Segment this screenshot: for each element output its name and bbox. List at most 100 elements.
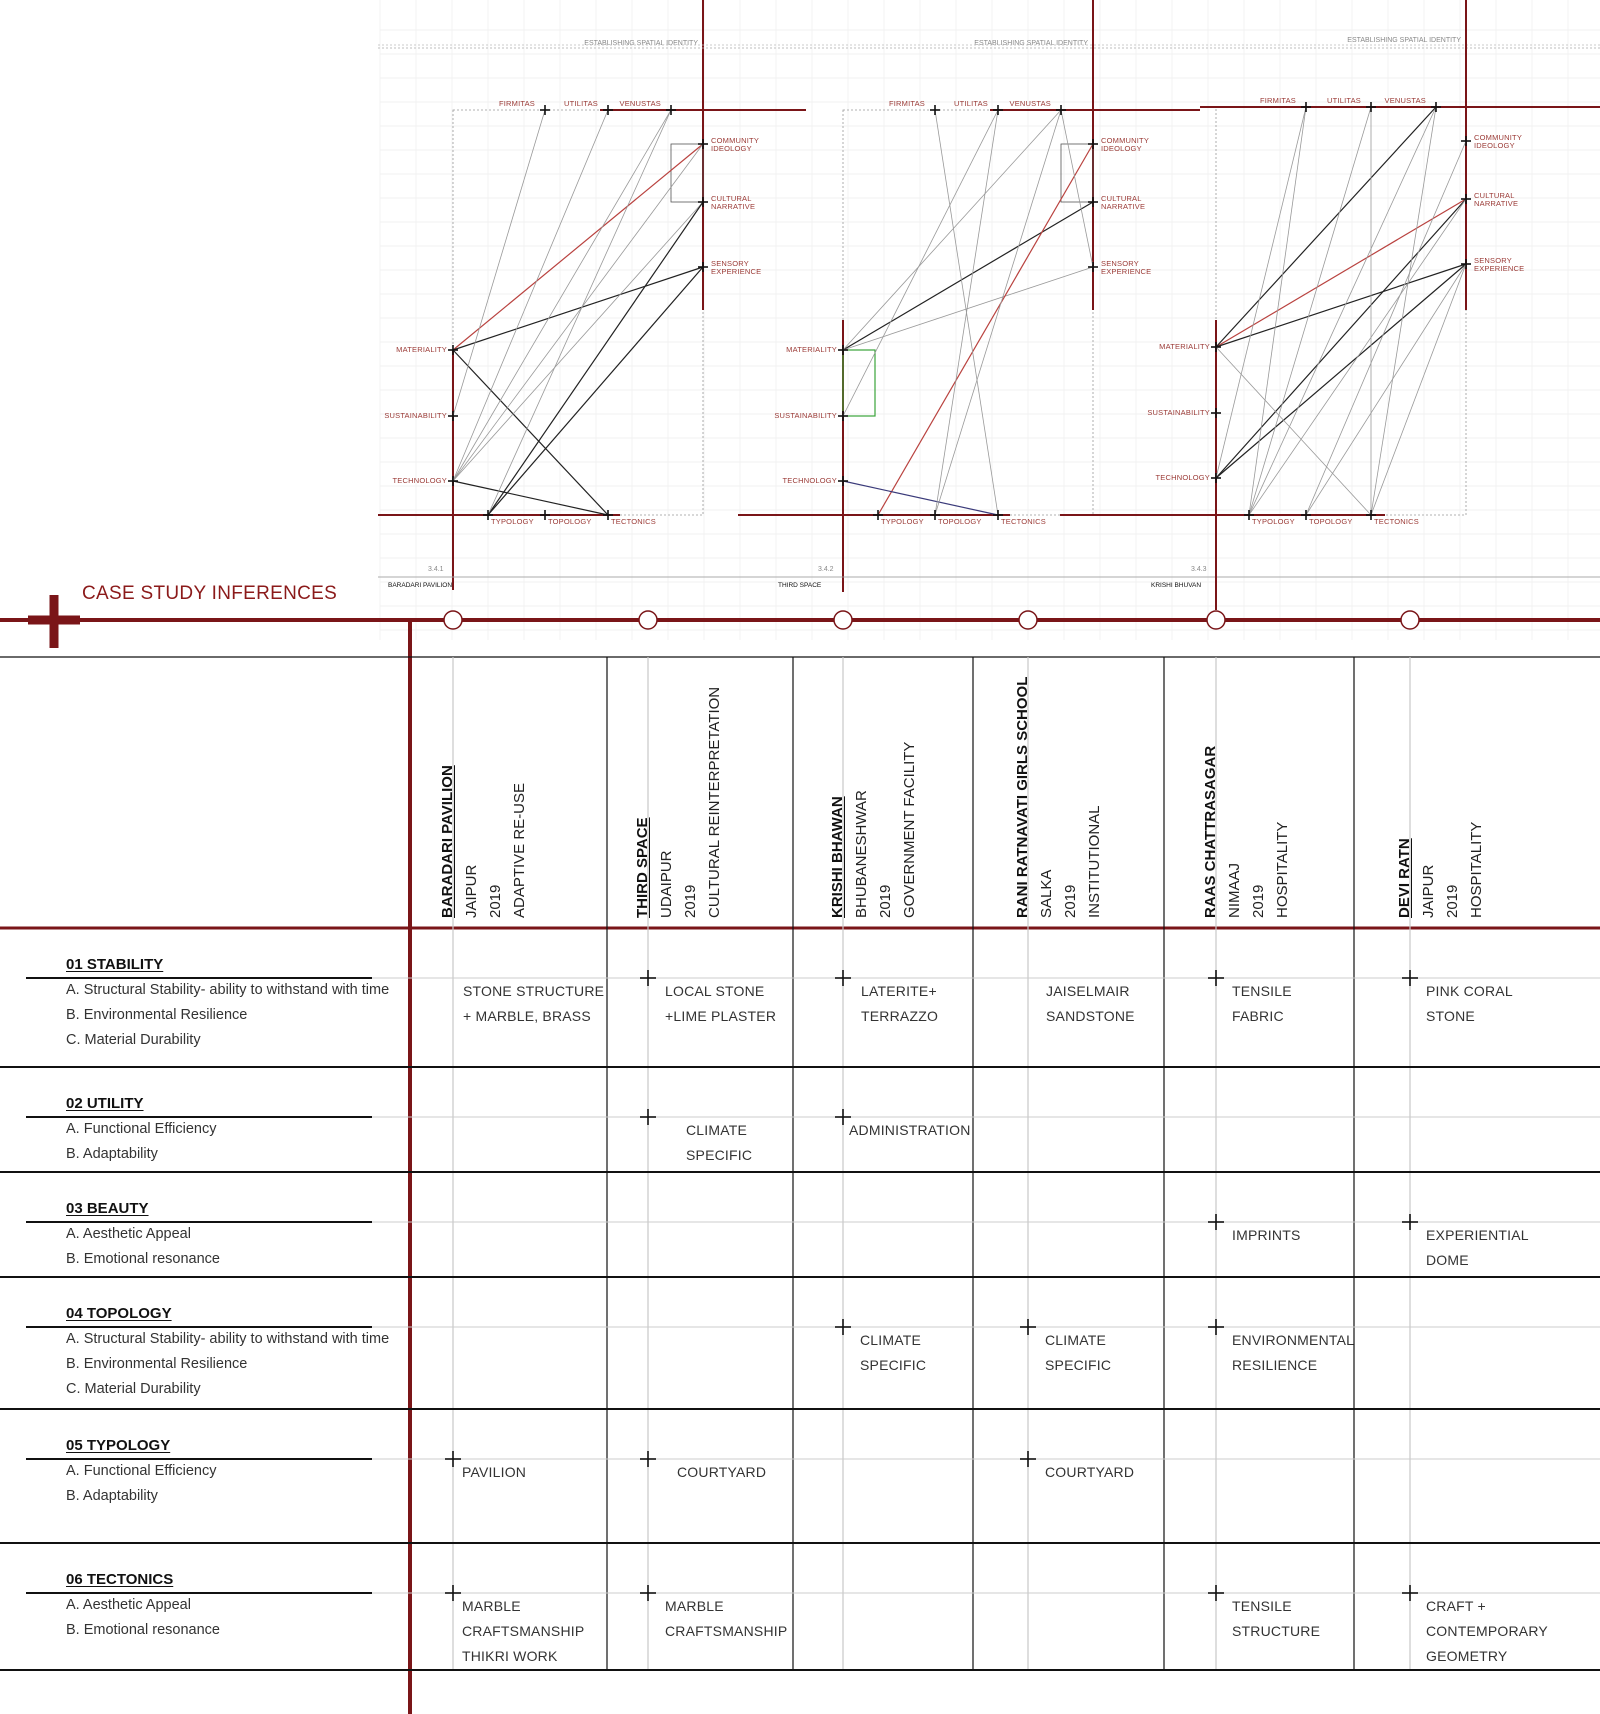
- criterion-subitem: A. Structural Stability- ability to with…: [66, 1331, 390, 1347]
- project-year: 2019: [1250, 884, 1267, 918]
- inference-cell-text: JAISELMAIR: [1046, 983, 1130, 999]
- project-year: 2019: [877, 884, 894, 918]
- inference-cell-text: SPECIFIC: [860, 1357, 927, 1373]
- criterion-subitem: C. Material Durability: [66, 1032, 201, 1048]
- inference-cell-text: SPECIFIC: [1045, 1357, 1112, 1373]
- node-label-left: MATERIALITY: [396, 345, 447, 354]
- relationship-line: [452, 143, 704, 482]
- relationship-line: [1215, 106, 1437, 348]
- relationship-line: [842, 480, 999, 516]
- criterion-subitem: B. Adaptability: [66, 1146, 158, 1162]
- project-timeline-node: [1400, 610, 1420, 630]
- criterion-subitem: A. Functional Efficiency: [66, 1463, 217, 1479]
- node-label-right: IDEOLOGY: [1101, 144, 1142, 153]
- inference-cell-text: CRAFTSMANSHIP: [462, 1623, 585, 1639]
- project-name: RANI RATNAVATI GIRLS SCHOOL: [1014, 676, 1031, 918]
- project-name: KRISHI BHAWAN: [829, 796, 846, 918]
- project-type: CULTURAL REINTERPRETATION: [706, 686, 723, 918]
- node-label-right: IDEOLOGY: [711, 144, 752, 153]
- node-label-bottom: TOPOLOGY: [938, 517, 982, 526]
- relationship-line: [1248, 106, 1307, 516]
- relationship-line: [487, 201, 704, 516]
- criterion-subitem: A. Functional Efficiency: [66, 1121, 217, 1137]
- inference-cell-text: GEOMETRY: [1426, 1648, 1508, 1664]
- node-label-right: EXPERIENCE: [711, 267, 761, 276]
- node-label-right: EXPERIENCE: [1474, 264, 1524, 273]
- diagram-number: 3.4.3: [1191, 566, 1207, 573]
- criterion-subitem: B. Emotional resonance: [66, 1622, 220, 1638]
- inference-cell-text: RESILIENCE: [1232, 1357, 1318, 1373]
- relationship-line: [1248, 198, 1467, 516]
- criterion-title: 01 STABILITY: [66, 956, 164, 973]
- inference-cell-text: PINK CORAL: [1426, 983, 1513, 999]
- relationship-line: [1215, 263, 1467, 348]
- node-label-right: NARRATIVE: [1474, 199, 1518, 208]
- node-label-top: VENUSTAS: [620, 99, 661, 108]
- inference-cell-text: CONTEMPORARY: [1426, 1623, 1548, 1639]
- inference-cell-text: CLIMATE: [1045, 1332, 1107, 1348]
- node-label-right: SENSORY: [1101, 259, 1139, 268]
- node-label-right: CULTURAL: [1474, 191, 1515, 200]
- highlight-box: [670, 143, 704, 203]
- project-type: HOSPITALITY: [1468, 821, 1485, 918]
- inference-cell-text: ENVIRONMENTAL: [1232, 1332, 1355, 1348]
- diagram-number: 3.4.2: [818, 566, 834, 573]
- relationship-line: [842, 201, 1094, 351]
- node-label-top: UTILITAS: [954, 99, 988, 108]
- node-label-left: SUSTAINABILITY: [774, 411, 837, 420]
- node-label-right: COMMUNITY: [1101, 136, 1149, 145]
- criterion-subitem: A. Aesthetic Appeal: [66, 1226, 191, 1242]
- spatial-identity-label: ESTABLISHING SPATIAL IDENTITY: [974, 40, 1088, 47]
- node-label-right: NARRATIVE: [1101, 202, 1145, 211]
- relationship-line: [452, 480, 609, 516]
- relationship-line: [1248, 106, 1372, 516]
- project-city: JAIPUR: [463, 864, 480, 918]
- inference-cell-text: THIKRI WORK: [462, 1648, 558, 1664]
- inference-cell-text: COURTYARD: [1045, 1464, 1135, 1480]
- project-year: 2019: [682, 884, 699, 918]
- diagram-frame: [1215, 106, 1467, 516]
- node-label-right: NARRATIVE: [711, 202, 755, 211]
- project-name: DEVI RATN: [1396, 838, 1413, 918]
- relationship-line: [842, 109, 999, 417]
- project-type: ADAPTIVE RE-USE: [511, 782, 528, 918]
- node-label-right: SENSORY: [1474, 256, 1512, 265]
- relationship-line: [842, 266, 1094, 351]
- inference-cell-text: CRAFTSMANSHIP: [665, 1623, 788, 1639]
- project-year: 2019: [1062, 884, 1079, 918]
- diagram-frame: [842, 109, 1094, 516]
- node-label-top: VENUSTAS: [1010, 99, 1051, 108]
- relationship-line: [1215, 198, 1467, 348]
- diagram-name: THIRD SPACE: [778, 582, 822, 589]
- project-name: THIRD SPACE: [634, 817, 651, 918]
- inference-cell-text: PAVILION: [462, 1464, 527, 1480]
- relationship-line: [877, 143, 1094, 516]
- criterion-title: 05 TYPOLOGY: [66, 1437, 171, 1454]
- project-city: NIMAAJ: [1226, 862, 1243, 918]
- relationship-line: [487, 266, 704, 516]
- project-year: 2019: [487, 884, 504, 918]
- node-label-left: SUSTAINABILITY: [384, 411, 447, 420]
- node-label-left: SUSTAINABILITY: [1147, 408, 1210, 417]
- inference-cell-text: TERRAZZO: [861, 1008, 939, 1024]
- diagram-number: 3.4.1: [428, 566, 444, 573]
- node-label-bottom: TECTONICS: [1374, 517, 1419, 526]
- criterion-subitem: B. Environmental Resilience: [66, 1007, 248, 1023]
- node-label-right: COMMUNITY: [711, 136, 759, 145]
- relationship-line: [452, 266, 704, 351]
- inference-cell-text: + MARBLE, BRASS: [463, 1008, 591, 1024]
- inference-cell-text: TENSILE: [1232, 983, 1292, 999]
- project-timeline-node: [1206, 610, 1226, 630]
- project-timeline-node: [443, 610, 463, 630]
- relationship-line: [1305, 263, 1467, 516]
- project-city: SALKA: [1038, 869, 1055, 918]
- node-label-right: SENSORY: [711, 259, 749, 268]
- project-city: BHUBANESHWAR: [853, 790, 870, 918]
- criterion-title: 04 TOPOLOGY: [66, 1305, 172, 1322]
- relationship-line: [1215, 346, 1372, 516]
- project-type: INSTITUTIONAL: [1086, 805, 1103, 918]
- node-label-bottom: TYPOLOGY: [881, 517, 924, 526]
- inference-cell-text: EXPERIENTIAL: [1426, 1227, 1529, 1243]
- criterion-subitem: B. Emotional resonance: [66, 1251, 220, 1267]
